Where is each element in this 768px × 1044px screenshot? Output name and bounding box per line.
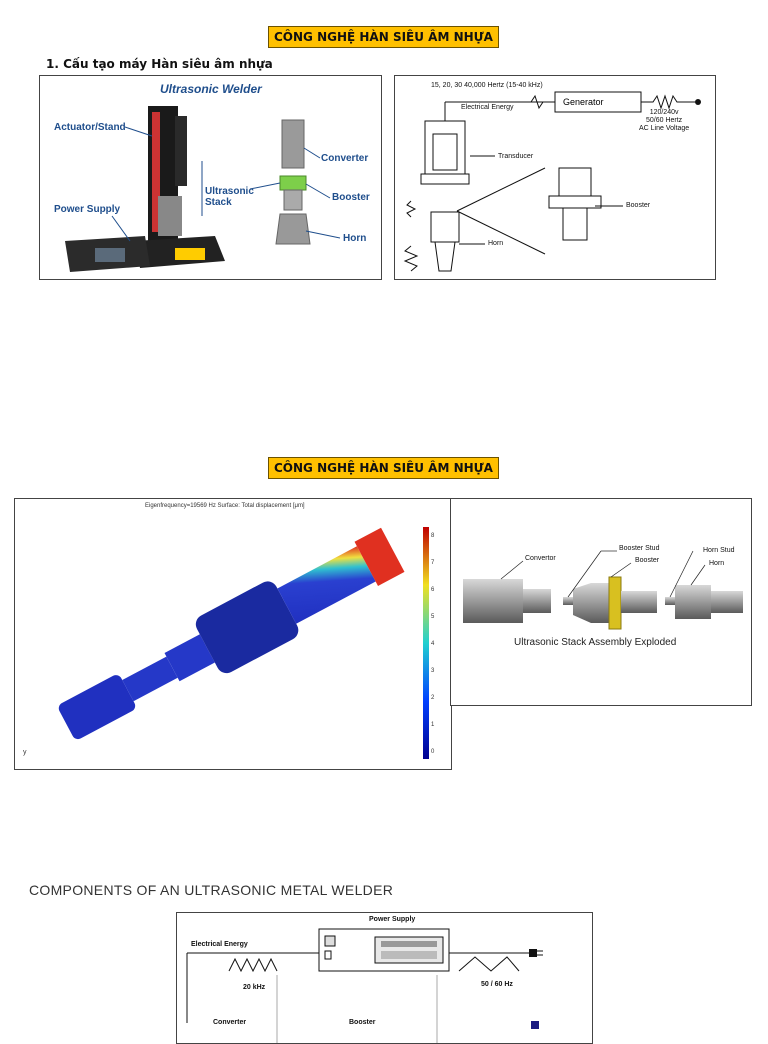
- schematic-booster: Booster: [626, 202, 651, 209]
- schematic-line-voltage: 120/240v 50/60 Hertz AC Line Voltage: [639, 109, 690, 132]
- schematic-generator: Generator: [563, 97, 604, 107]
- metal-freq-line: 50 / 60 Hz: [481, 981, 513, 988]
- metal-freq-20khz: 20 kHz: [243, 984, 266, 991]
- schematic-figure: 15, 20, 30 40,000 Hertz (15-40 kHz) Elec…: [394, 75, 716, 280]
- welder-illustration: [65, 106, 341, 272]
- exploded-horn: Horn: [709, 560, 725, 567]
- exploded-converter: Convertor: [525, 555, 556, 562]
- label-converter: Converter: [321, 153, 369, 164]
- metal-power-supply: Power Supply: [369, 916, 416, 923]
- fea-caption: Eigenfrequency=19569 Hz Surface: Total d…: [145, 503, 305, 509]
- scale-tick: 5: [431, 614, 435, 620]
- metal-welder-diagram: Power Supply Electrical Energy 20 kHz 50…: [176, 912, 593, 1044]
- fea-model: y: [23, 527, 429, 759]
- label-power-supply: Power Supply: [54, 204, 121, 215]
- section3-title: COMPONENTS OF AN ULTRASONIC METAL WELDER: [29, 882, 394, 898]
- section1-title: CÔNG NGHỆ HÀN SIÊU ÂM NHỰA: [268, 26, 499, 48]
- fea-color-scale: 8 7 6 5 4 3 2 1 0: [431, 527, 445, 763]
- welder-figure-title: Ultrasonic Welder: [160, 82, 262, 96]
- exploded-caption: Ultrasonic Stack Assembly Exploded: [514, 637, 677, 648]
- scale-tick: 2: [431, 695, 435, 701]
- exploded-booster: Booster: [635, 557, 660, 564]
- scale-tick: 1: [431, 722, 435, 728]
- scale-tick: 4: [431, 641, 435, 647]
- scale-tick: 7: [431, 560, 435, 566]
- schematic-horn: Horn: [488, 240, 504, 247]
- metal-electrical-energy: Electrical Energy: [191, 941, 248, 948]
- label-ultrasonic-stack: Ultrasonic Stack: [205, 186, 254, 208]
- label-booster: Booster: [332, 192, 370, 203]
- label-actuator: Actuator/Stand: [54, 122, 126, 133]
- metal-welder-drawing: [186, 928, 543, 1043]
- fea-figure: Eigenfrequency=19569 Hz Surface: Total d…: [14, 498, 452, 770]
- scale-tick: 6: [431, 587, 435, 593]
- scale-tick: 0: [431, 749, 435, 755]
- exploded-horn-stud: Horn Stud: [703, 547, 735, 554]
- section1-heading: 1. Cấu tạo máy Hàn siêu âm nhựa: [46, 57, 273, 71]
- exploded-booster-stud: Booster Stud: [619, 545, 660, 552]
- exploded-drawing: [463, 550, 743, 630]
- welder-figure: Ultrasonic Welder Actuator/Stand Power S…: [39, 75, 382, 280]
- label-horn: Horn: [343, 233, 367, 244]
- metal-converter: Converter: [213, 1019, 247, 1026]
- schematic-electrical-energy: Electrical Energy: [461, 104, 514, 111]
- scale-tick: 3: [431, 668, 435, 674]
- schematic-frequency: 15, 20, 30 40,000 Hertz (15-40 kHz): [431, 82, 543, 89]
- section2-title: CÔNG NGHỆ HÀN SIÊU ÂM NHỰA: [268, 457, 499, 479]
- schematic-drawing: [403, 91, 701, 272]
- scale-tick: 8: [431, 533, 435, 539]
- schematic-transducer: Transducer: [498, 153, 534, 160]
- metal-booster: Booster: [349, 1019, 376, 1026]
- svg-text:y: y: [23, 749, 27, 756]
- exploded-figure: Convertor Booster Stud Booster Horn Stud…: [450, 498, 752, 706]
